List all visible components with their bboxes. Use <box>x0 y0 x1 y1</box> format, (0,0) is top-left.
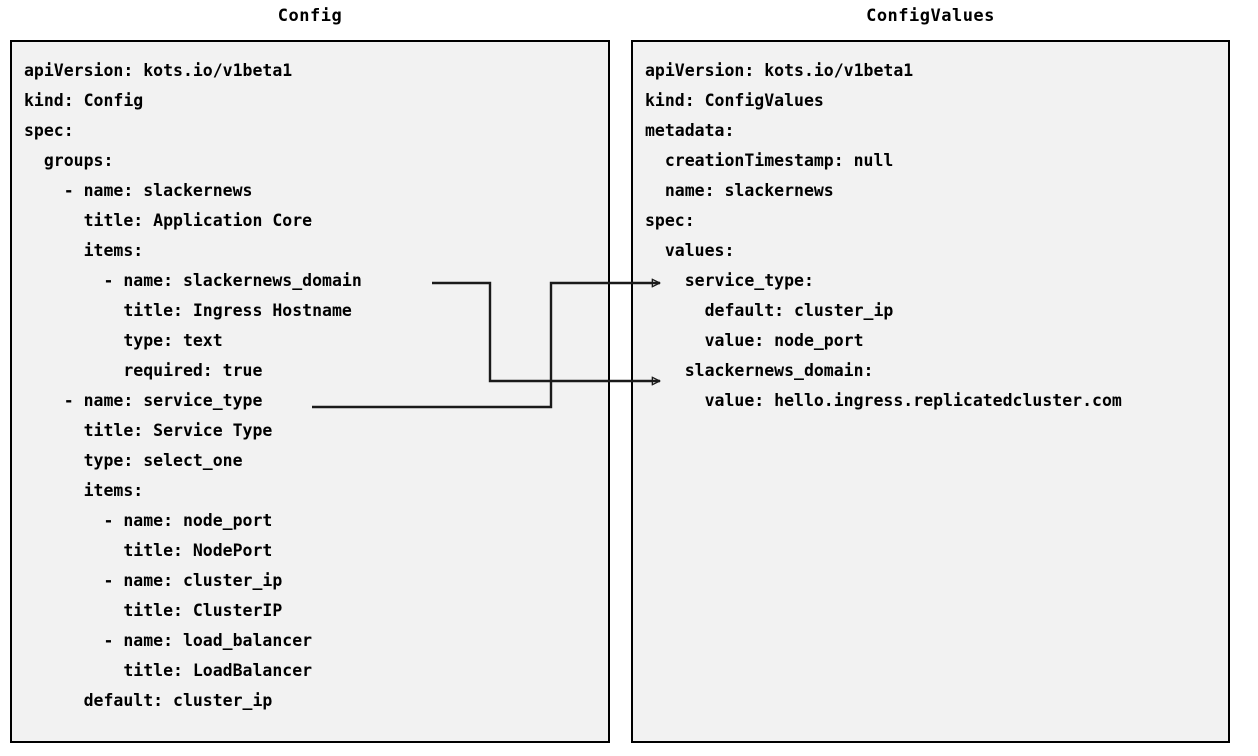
config-yaml-line-19: - name: load_balancer <box>24 631 313 650</box>
config-yaml-line-8: title: Ingress Hostname <box>24 301 352 320</box>
panel-config: apiVersion: kots.io/v1beta1 kind: Config s… <box>10 40 610 743</box>
configvalues-yaml-line-2: metadata: <box>645 121 735 140</box>
config-yaml-line-9: type: text <box>24 331 223 350</box>
yaml-block-configvalues: apiVersion: kots.io/v1beta1 kind: ConfigV… <box>633 42 1228 416</box>
configvalues-yaml-line-5: spec: <box>645 211 695 230</box>
config-yaml-line-0: apiVersion: kots.io/v1beta1 <box>24 61 293 80</box>
configvalues-yaml-line-4: name: slackernews <box>645 181 834 200</box>
configvalues-yaml-line-7: service_type: <box>645 271 814 290</box>
panel-title-configvalues: ConfigValues <box>866 6 995 26</box>
config-yaml-line-4: - name: slackernews <box>24 181 253 200</box>
panel-configvalues: apiVersion: kots.io/v1beta1 kind: ConfigV… <box>631 40 1230 743</box>
config-yaml-line-12: title: Service Type <box>24 421 273 440</box>
configvalues-yaml-line-10: slackernews_domain: <box>645 361 874 380</box>
config-yaml-line-11: - name: service_type <box>24 391 263 410</box>
config-yaml-line-3: groups: <box>24 151 114 170</box>
config-yaml-line-1: kind: Config <box>24 91 144 110</box>
config-yaml-line-15: - name: node_port <box>24 511 273 530</box>
config-yaml-line-10: required: true <box>24 361 263 380</box>
config-yaml-line-16: title: NodePort <box>24 541 273 560</box>
config-yaml-line-13: type: select_one <box>24 451 243 470</box>
config-yaml-line-5: title: Application Core <box>24 211 313 230</box>
configvalues-yaml-line-3: creationTimestamp: null <box>645 151 894 170</box>
config-yaml-line-20: title: LoadBalancer <box>24 661 313 680</box>
configvalues-yaml-line-6: values: <box>645 241 735 260</box>
config-yaml-line-7: - name: slackernews_domain <box>24 271 362 290</box>
config-yaml-line-18: title: ClusterIP <box>24 601 283 620</box>
configvalues-yaml-line-8: default: cluster_ip <box>645 301 894 320</box>
configvalues-yaml-line-11: value: hello.ingress.replicatedcluster.c… <box>645 391 1122 410</box>
panel-title-config: Config <box>277 6 343 26</box>
config-yaml-line-6: items: <box>24 241 144 260</box>
yaml-block-config: apiVersion: kots.io/v1beta1 kind: Config s… <box>12 42 608 716</box>
configvalues-yaml-line-9: value: node_port <box>645 331 864 350</box>
configvalues-yaml-line-1: kind: ConfigValues <box>645 91 824 110</box>
configvalues-yaml-line-0: apiVersion: kots.io/v1beta1 <box>645 61 914 80</box>
config-yaml-line-2: spec: <box>24 121 74 140</box>
config-yaml-line-14: items: <box>24 481 144 500</box>
config-yaml-line-17: - name: cluster_ip <box>24 571 283 590</box>
config-yaml-line-21: default: cluster_ip <box>24 691 273 710</box>
